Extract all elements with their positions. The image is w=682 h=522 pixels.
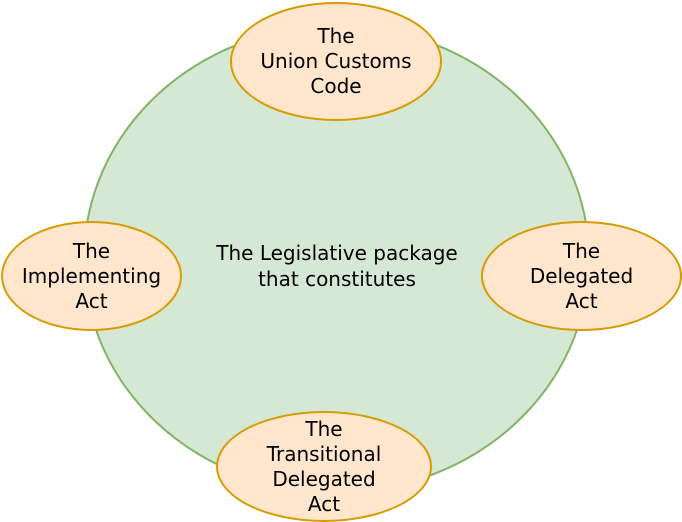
transitional-delegated-act-node: The Transitional Delegated Act xyxy=(216,411,432,522)
union-customs-code-label: The Union Customs Code xyxy=(260,24,412,98)
center-label: The Legislative package that constitutes xyxy=(216,241,458,291)
union-customs-code-node: The Union Customs Code xyxy=(230,2,442,121)
implementing-act-node: The Implementing Act xyxy=(1,221,182,331)
transitional-delegated-act-label: The Transitional Delegated Act xyxy=(266,416,382,516)
implementing-act-label: The Implementing Act xyxy=(21,238,162,313)
delegated-act-node: The Delegated Act xyxy=(481,221,682,331)
delegated-act-label: The Delegated Act xyxy=(529,238,634,313)
